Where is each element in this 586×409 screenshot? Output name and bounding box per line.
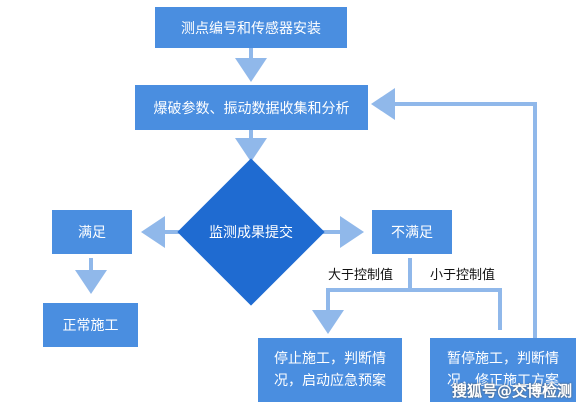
- satisfied-box: 满足: [52, 210, 132, 254]
- not-satisfied-box: 不满足: [372, 210, 452, 254]
- greater-condition: 大于控制值: [328, 268, 394, 283]
- install-label: 测点编号和传感器安装: [181, 20, 321, 37]
- branch-line-right: [410, 288, 502, 330]
- collect-label: 爆破参数、振动数据收集和分析: [153, 100, 350, 117]
- submit-label: 监测成果提交: [209, 225, 293, 241]
- satisfied-label: 满足: [78, 225, 106, 241]
- stop-box: 停止施工，判断情 况，启动应急预案: [258, 338, 402, 402]
- stop-line2: 况，启动应急预案: [274, 373, 386, 389]
- less-condition: 小于控制值: [430, 268, 496, 283]
- submit-decision: 监测成果提交: [177, 158, 325, 306]
- watermark: 搜狐号@交博检测: [451, 382, 572, 400]
- stop-line1: 停止施工，判断情: [274, 351, 386, 367]
- normal-label: 正常施工: [62, 318, 119, 334]
- pause-box: 暂停施工，判断情 况，修正施工方案: [430, 338, 576, 402]
- not-satisfied-label: 不满足: [391, 225, 433, 241]
- normal-box: 正常施工: [43, 303, 138, 347]
- pause-line1: 暂停施工，判断情: [447, 351, 559, 367]
- pause-line2: 况，修正施工方案: [447, 373, 559, 389]
- install-box: 测点编号和传感器安装: [155, 7, 347, 48]
- arrow-loop-back: [371, 88, 537, 338]
- branch-line: [312, 258, 412, 334]
- collect-box: 爆破参数、振动数据收集和分析: [135, 85, 368, 130]
